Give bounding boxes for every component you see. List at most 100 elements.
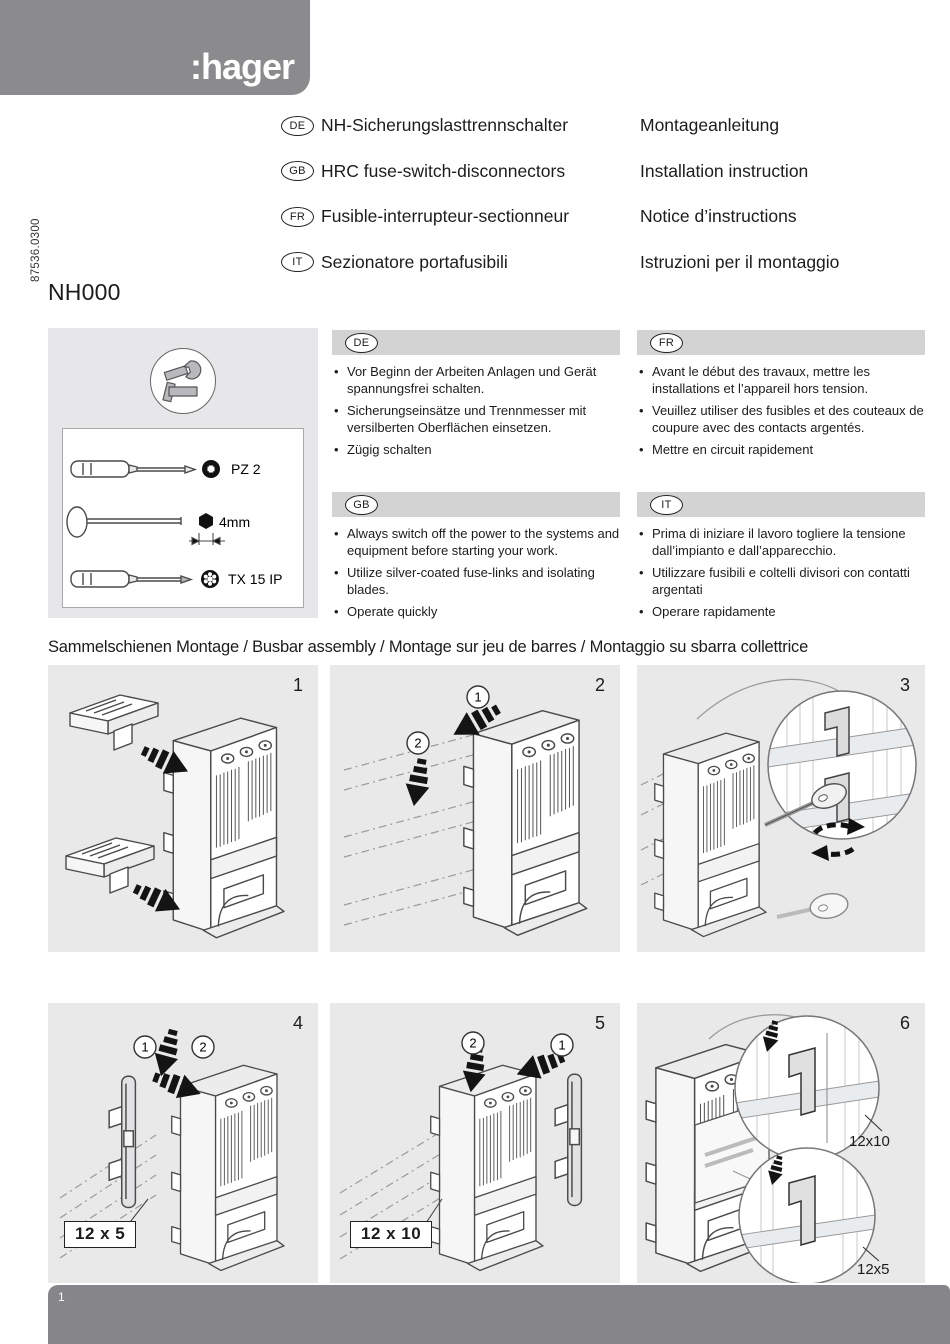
note-badge-it: IT <box>650 494 683 515</box>
title-fr: Fusible-interrupteur-sectionneur <box>321 206 570 227</box>
assembly-step-panel-2: 1 2 2 <box>330 665 620 952</box>
busbar-size-label: 12 x 5 <box>64 1221 137 1248</box>
note-list-de: Vor Beginn der Arbeiten Anlagen und Gerä… <box>334 364 620 458</box>
doctype-fr: Notice d’instructions <box>640 206 797 227</box>
assembly-step-panel-4: 1 2 12 x 5 4 <box>48 1003 318 1283</box>
hex-4mm-icon <box>199 513 213 529</box>
svg-text:1: 1 <box>558 1038 565 1053</box>
wrench-hammer-icon <box>162 360 202 403</box>
brand-header: :hager <box>0 0 310 95</box>
note-item: Always switch off the power to the syste… <box>334 526 620 560</box>
press-arrow-icon <box>402 756 434 809</box>
tools-illustration: PZ 2 4mm <box>66 460 282 588</box>
magnified-detail-top <box>735 1016 879 1160</box>
lang-badge-de: DE <box>281 115 314 136</box>
step-2-illustration: 1 2 <box>343 685 588 937</box>
note-item: Operate quickly <box>334 604 620 621</box>
svg-text:1: 1 <box>474 690 481 705</box>
lang-badge-it: IT <box>281 252 314 273</box>
locking-key <box>764 783 847 827</box>
step-circle-2: 2 <box>191 1035 215 1059</box>
hager-logo: :hager <box>189 46 295 87</box>
torx-label: TX 15 IP <box>228 571 282 587</box>
svg-text:2: 2 <box>414 736 421 751</box>
note-box-gb: GB Always switch off the power to the sy… <box>332 492 620 625</box>
page-number: 1 <box>58 1290 65 1304</box>
step-circle-1: 1 <box>133 1035 157 1059</box>
product-code: NH000 <box>48 279 121 305</box>
note-list-fr: Avant le début des travaux, mettre les i… <box>639 364 925 458</box>
section-title: Sammelschienen Montage / Busbar assembly… <box>48 638 809 656</box>
step-3-illustration <box>640 678 917 938</box>
step-5-illustration: 2 1 <box>339 1031 583 1272</box>
document-number: 87536.0300 <box>30 218 42 282</box>
panel-number: 3 <box>899 675 910 695</box>
svg-text:2: 2 <box>199 1040 206 1055</box>
doctype-it: Istruzioni per il montaggio <box>640 251 840 272</box>
pz2-icon <box>202 460 220 478</box>
doctype-gb: Installation instruction <box>640 160 809 181</box>
step-4-illustration: 1 2 <box>59 1026 285 1272</box>
note-badge-de: DE <box>345 332 378 353</box>
busbar-size-label-bottom: 12x5 <box>857 1261 890 1278</box>
busbars <box>343 732 481 926</box>
language-title-list: DE NH-Sicherungslasttrennschalter Montag… <box>281 103 839 285</box>
doctype-de: Montageanleitung <box>640 115 780 136</box>
spare-key <box>776 893 849 919</box>
step-circle-1: 1 <box>466 685 490 709</box>
note-box-fr: FR Avant le début des travaux, mettre le… <box>637 330 925 463</box>
svg-text:1: 1 <box>141 1040 148 1055</box>
lang-badge-gb: GB <box>281 161 314 182</box>
footer-page-bar: 1 <box>48 1285 950 1344</box>
assembly-step-panel-6: 12x10 12x5 6 <box>637 1003 925 1283</box>
magnified-detail <box>768 691 916 839</box>
assembly-step-panel-5: 2 1 12 x 10 5 <box>330 1003 620 1283</box>
note-item: Operare rapidamente <box>639 604 925 621</box>
assembly-step-panel-1: 1 <box>48 665 318 952</box>
pz2-label: PZ 2 <box>231 461 261 477</box>
note-item: Vor Beginn der Arbeiten Anlagen und Gerä… <box>334 364 620 398</box>
title-de: NH-Sicherungslasttrennschalter <box>321 115 569 136</box>
magnified-detail-bottom <box>739 1148 875 1283</box>
busbar-size-label-top: 12x10 <box>849 1133 890 1150</box>
torx-screwdriver <box>70 570 194 588</box>
title-it: Sezionatore portafusibili <box>321 251 508 272</box>
note-head-fr: FR <box>637 330 925 355</box>
note-item: Sicherungseinsätze und Trennmesser mit v… <box>334 403 620 437</box>
tools-icon <box>150 348 216 414</box>
busbar-size-label: 12 x 10 <box>350 1221 433 1248</box>
torx-icon <box>201 570 219 588</box>
step-6-illustration <box>645 1014 883 1283</box>
note-box-it: IT Prima di iniziare il lavoro togliere … <box>637 492 925 625</box>
note-badge-fr: FR <box>650 332 683 353</box>
assembly-step-panel-3: 3 <box>637 665 925 952</box>
note-item: Mettre en circuit rapidement <box>639 442 925 459</box>
title-gb: HRC fuse-switch-disconnectors <box>321 160 566 181</box>
note-list-it: Prima di iniziare il lavoro togliere la … <box>639 526 925 620</box>
lang-badge-fr: FR <box>281 206 314 227</box>
panel-number: 2 <box>594 675 605 695</box>
step-1-illustration <box>65 694 285 939</box>
panel-number: 5 <box>594 1013 605 1033</box>
pz2-screwdriver <box>70 460 198 478</box>
step-circle-1: 1 <box>550 1033 574 1057</box>
panel-number: 4 <box>292 1013 303 1033</box>
note-head-it: IT <box>637 492 925 517</box>
note-item: Utilizzare fusibili e coltelli divisori … <box>639 565 925 599</box>
note-badge-gb: GB <box>345 494 378 515</box>
tools-list: PZ 2 4mm <box>62 428 304 608</box>
panel-number: 6 <box>899 1013 910 1033</box>
hex-key <box>66 506 182 538</box>
note-item: Prima di iniziare il lavoro togliere la … <box>639 526 925 560</box>
required-tools-panel: PZ 2 4mm <box>48 328 318 618</box>
note-item: Zügig schalten <box>334 442 620 459</box>
panel-number: 1 <box>292 675 303 695</box>
step-circle-2: 2 <box>461 1031 485 1055</box>
hex-label: 4mm <box>219 514 250 530</box>
note-head-gb: GB <box>332 492 620 517</box>
note-item: Veuillez utiliser des fusibles et des co… <box>639 403 925 437</box>
svg-text:2: 2 <box>469 1036 476 1051</box>
note-item: Utilize silver-coated fuse-links and iso… <box>334 565 620 599</box>
dimension-arrows <box>189 533 225 546</box>
